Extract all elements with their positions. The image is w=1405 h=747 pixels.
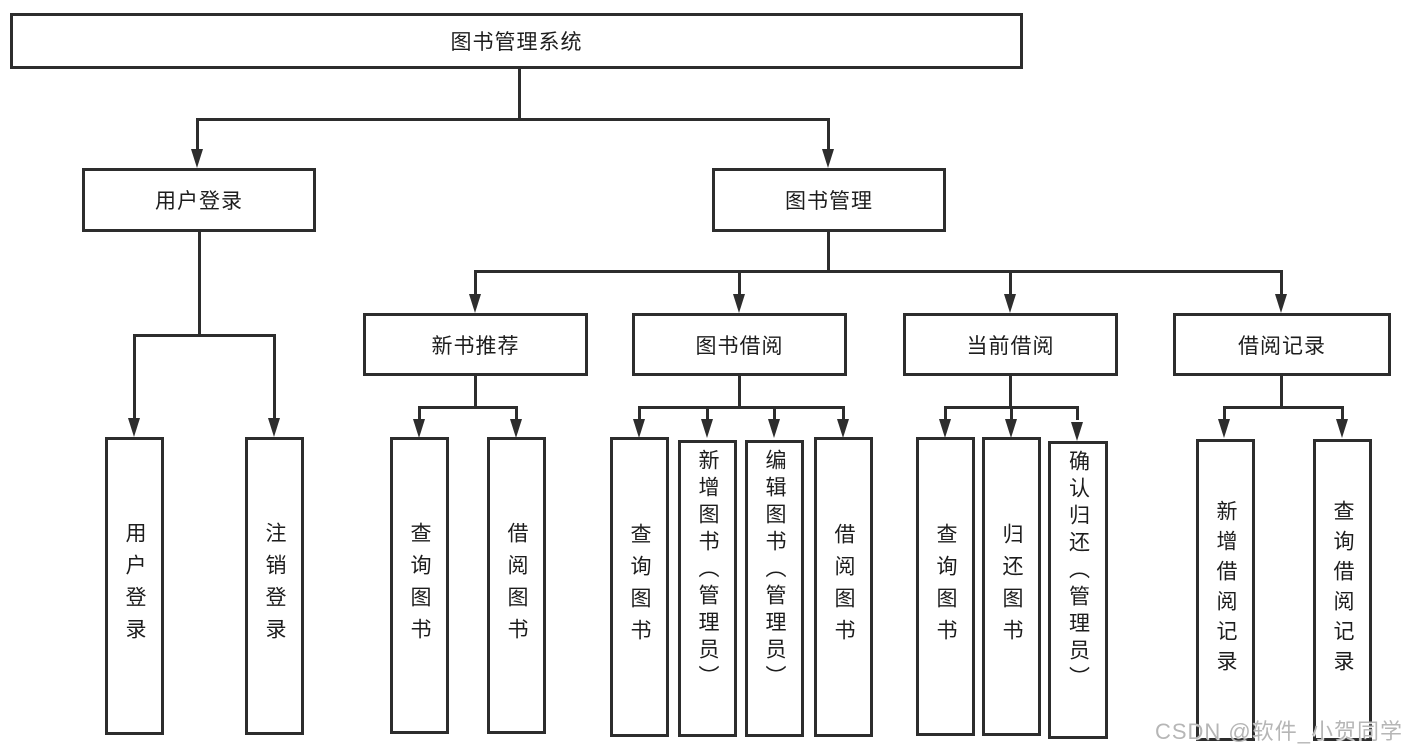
leaf-current-confirm-return-admin: 确认归还（管理员） [1048,441,1108,739]
leaf-newbook-query-book: 查询图书 [390,437,449,734]
connector-line [1223,406,1343,409]
leaf-label: 查询图书 [628,523,651,651]
connector-line [474,270,477,295]
arrowhead-icon [768,419,780,438]
node-label: 借阅记录 [1238,334,1326,358]
connector-line [827,118,830,149]
node-label: 图书管理 [785,190,873,213]
connector-line [738,376,741,407]
connector-line [842,406,845,420]
node-root-system: 图书管理系统 [10,13,1023,69]
node-borrow-record: 借阅记录 [1173,313,1391,376]
leaf-label: 新增借阅记录 [1214,500,1237,680]
arrowhead-icon [1005,419,1017,438]
leaf-borrow-edit-book-admin: 编辑图书（管理员） [745,440,804,737]
connector-line [518,68,521,119]
node-user-login: 用户登录 [82,168,316,232]
connector-line [198,232,201,335]
connector-line [196,118,830,121]
arrowhead-icon [633,419,645,438]
leaf-record-query-borrow-record: 查询借阅记录 [1313,439,1372,741]
node-new-book-recommend: 新书推荐 [363,313,588,376]
connector-line [515,406,518,420]
connector-line [1280,270,1283,295]
node-label: 图书借阅 [695,334,784,358]
arrowhead-icon [1071,422,1083,441]
leaf-borrow-query-book: 查询图书 [610,437,669,737]
leaf-label: 确认归还（管理员） [1066,450,1090,693]
connector-line [773,406,776,420]
leaf-label: 注销登录 [263,522,286,650]
arrowhead-icon [469,294,481,313]
node-book-borrow: 图书借阅 [632,313,847,376]
leaf-label: 查询借阅记录 [1331,500,1354,680]
connector-line [474,270,1282,273]
node-book-management: 图书管理 [712,168,946,232]
arrowhead-icon [191,149,203,168]
connector-line [133,334,276,337]
connector-line [133,334,136,419]
node-label: 新书推荐 [431,334,520,358]
csdn-watermark: CSDN @软件_小贺同学 [1154,719,1403,744]
leaf-current-query-book: 查询图书 [916,437,975,736]
arrowhead-icon [1275,294,1287,313]
node-label: 用户登录 [155,190,243,213]
connector-line [1341,406,1344,420]
arrowhead-icon [733,294,745,313]
arrowhead-icon [837,419,849,438]
leaf-record-add-borrow-record: 新增借阅记录 [1196,439,1255,741]
node-label: 图书管理系统 [450,31,583,54]
leaf-label: 编辑图书（管理员） [763,449,786,692]
connector-line [706,406,709,420]
connector-line [1010,406,1013,420]
connector-line [418,406,421,420]
connector-line [638,406,641,420]
leaf-logout: 注销登录 [245,437,304,735]
connector-line [1076,406,1079,420]
arrowhead-icon [822,149,834,168]
leaf-label: 归还图书 [1000,522,1023,651]
arrowhead-icon [1336,419,1348,438]
arrowhead-icon [413,419,425,438]
arrowhead-icon [939,419,951,438]
leaf-newbook-borrow-book: 借阅图书 [487,437,546,734]
connector-line [638,406,845,409]
connector-line [418,406,518,409]
connector-line [474,376,477,407]
connector-line [738,270,741,295]
leaf-label: 新增图书（管理员） [696,449,719,692]
arrowhead-icon [128,418,140,437]
leaf-label: 借阅图书 [505,521,528,650]
leaf-label: 借阅图书 [832,523,855,651]
arrowhead-icon [701,419,713,438]
node-current-borrow: 当前借阅 [903,313,1118,376]
leaf-current-return-book: 归还图书 [982,437,1041,736]
arrowhead-icon [1218,419,1230,438]
arrowhead-icon [510,419,522,438]
connector-line [196,118,199,149]
leaf-borrow-borrow-book: 借阅图书 [814,437,873,737]
leaf-borrow-add-book-admin: 新增图书（管理员） [678,440,737,737]
connector-line [944,406,947,420]
arrowhead-icon [1004,294,1016,313]
leaf-label: 查询图书 [408,521,431,650]
connector-line [827,232,830,271]
arrowhead-icon [268,418,280,437]
leaf-user-login: 用户登录 [105,437,164,735]
node-label: 当前借阅 [966,334,1055,358]
connector-line [273,334,276,419]
leaf-label: 查询图书 [934,522,957,651]
leaf-label: 用户登录 [123,522,146,650]
connector-line [1223,406,1226,420]
connector-line [1009,270,1012,295]
connector-line [1280,376,1283,407]
connector-line [1009,376,1012,407]
